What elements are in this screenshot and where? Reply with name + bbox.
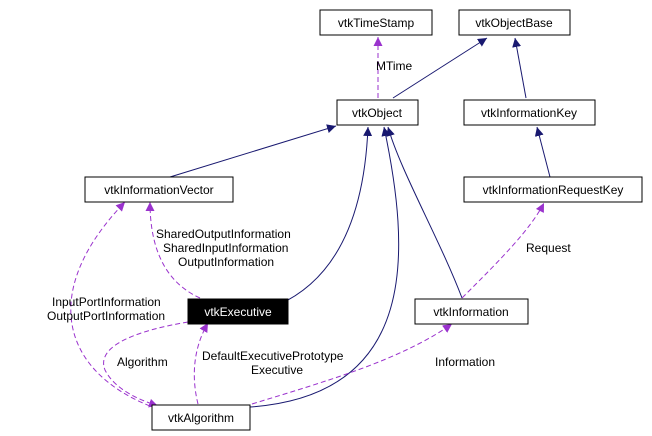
node-vtkalgorithm[interactable]: vtkAlgorithm: [151, 404, 251, 431]
node-label: vtkInformation: [433, 305, 508, 319]
edge-information-to-object: [386, 126, 463, 299]
edge-executive-infovector: [145, 201, 201, 299]
edge-requestkey-to-infokey: [534, 126, 551, 178]
node-label: vtkObject: [352, 106, 403, 120]
edge-executive-to-object: [277, 126, 373, 306]
node-label: vtkTimeStamp: [338, 16, 415, 30]
edge-algorithm-to-object: [249, 126, 400, 408]
node-label: vtkInformationRequestKey: [483, 183, 624, 197]
edge-label-executive: Executive: [251, 363, 303, 377]
node-label: vtkObjectBase: [475, 16, 553, 30]
node-label: vtkInformationKey: [481, 106, 577, 120]
node-vtktimestamp[interactable]: vtkTimeStamp: [319, 9, 433, 36]
edge-algorithm-executive: [193, 322, 209, 405]
node-label: vtkExecutive: [204, 305, 272, 319]
edge-label-information: Information: [435, 355, 495, 369]
edge-infovector-to-object: [169, 124, 337, 178]
node-vtkobjectbase[interactable]: vtkObjectBase: [458, 9, 571, 36]
node-vtkinformationrequestkey[interactable]: vtkInformationRequestKey: [463, 176, 643, 203]
node-vtkinformation[interactable]: vtkInformation: [414, 298, 529, 325]
node-vtkobject[interactable]: vtkObject: [336, 99, 419, 126]
edge-label-input-port: InputPortInformation: [52, 295, 161, 309]
edge-information-requestkey: [461, 202, 545, 299]
edge-label-shared-input: SharedInputInformation: [163, 241, 288, 255]
node-label: vtkAlgorithm: [168, 411, 234, 425]
edge-label-mtime: MTime: [376, 59, 413, 73]
edge-label-output-port: OutputPortInformation: [47, 309, 165, 323]
edge-label-output-info: OutputInformation: [178, 255, 274, 269]
edge-label-request: Request: [526, 241, 571, 255]
node-label: vtkInformationVector: [104, 183, 213, 197]
node-vtkexecutive[interactable]: vtkExecutive: [187, 298, 289, 325]
node-vtkinformationkey[interactable]: vtkInformationKey: [463, 99, 596, 126]
edge-infokey-to-objectbase: [512, 37, 527, 99]
edge-algorithm-information: [251, 323, 453, 405]
edge-label-algorithm: Algorithm: [117, 355, 168, 369]
node-vtkinformationvector[interactable]: vtkInformationVector: [84, 176, 234, 203]
edge-algorithm-infovector: [70, 201, 151, 407]
edge-object-to-objectbase: [392, 37, 488, 99]
edge-label-default-exec: DefaultExecutivePrototype: [202, 349, 344, 363]
edge-label-shared-output: SharedOutputInformation: [156, 227, 291, 241]
